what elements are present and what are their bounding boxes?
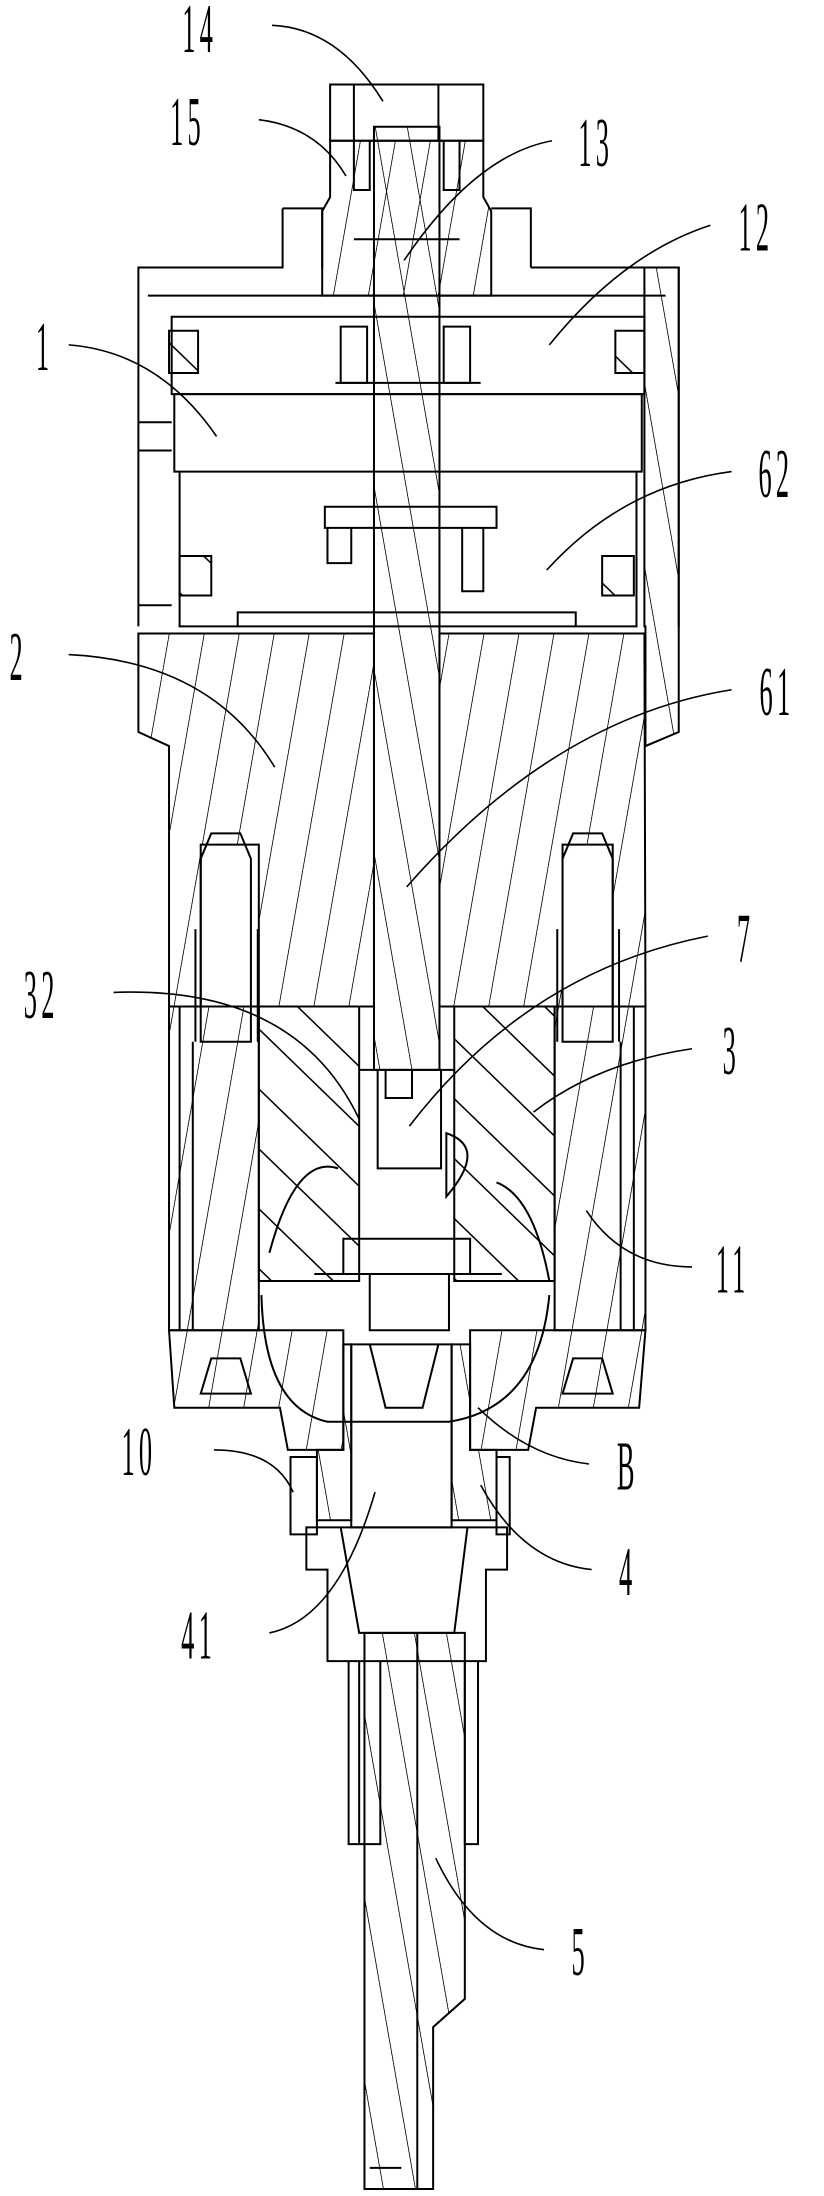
label-2: 2 (10, 619, 27, 696)
mechanical-parts (138, 84, 678, 2189)
part-2-body (138, 633, 374, 1006)
label-61: 61 (760, 654, 795, 731)
leader-12 (549, 225, 710, 345)
label-15: 15 (170, 84, 205, 161)
label-41: 41 (181, 1597, 216, 1674)
o-ring (602, 556, 634, 595)
part-5-probe (364, 1633, 464, 2189)
label-14: 14 (182, 0, 217, 68)
leader-10 (214, 1450, 293, 1492)
label-4: 4 (619, 1534, 636, 1611)
label-32: 32 (24, 957, 59, 1034)
label-3: 3 (723, 1013, 740, 1090)
leader-14 (272, 25, 383, 101)
part-61-shaft (374, 127, 439, 1070)
o-ring (180, 556, 212, 595)
label-13: 13 (578, 105, 613, 182)
part-11-housing (169, 1007, 259, 1331)
o-ring (615, 331, 644, 373)
label-11: 11 (716, 1231, 750, 1308)
part-41-block (351, 1344, 451, 1527)
label-12: 12 (738, 190, 773, 267)
bottom-plate (169, 1330, 343, 1450)
label-5: 5 (572, 1914, 589, 1991)
label-10: 10 (121, 1414, 156, 1491)
label-62: 62 (759, 436, 794, 513)
leader-62 (547, 472, 732, 571)
label-B: B (617, 1428, 639, 1505)
o-ring (169, 331, 198, 373)
label-7: 7 (737, 901, 754, 978)
label-1: 1 (36, 309, 53, 386)
